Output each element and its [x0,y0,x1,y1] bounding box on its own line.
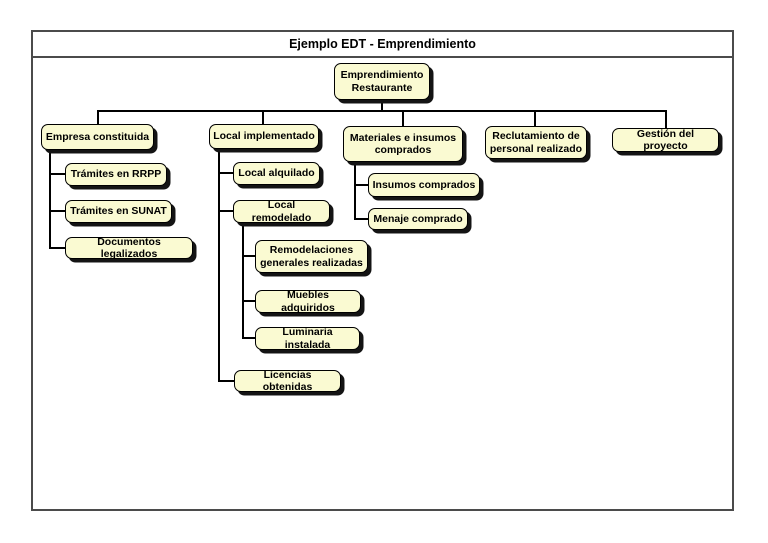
node-tramites-rrpp: Trámites en RRPP [65,163,167,186]
node-muebles-adquiridos: Muebles adquiridos [255,289,361,314]
connector-tick-remodelaciones [242,255,255,257]
connector-root-stub [381,99,383,111]
connector-tick-remodelado [218,210,233,212]
connector-materiales-vertical [354,162,356,220]
node-materiales-insumos-comprados: Materiales e insumos comprados [343,126,463,162]
connector-tick-menaje [354,218,368,220]
connector-tick-documentos [49,247,65,249]
connector-tick-rrpp [49,173,65,175]
node-menaje-comprado: Menaje comprado [368,208,468,230]
node-gestion-proyecto: Gestión del proyecto [612,128,719,152]
node-licencias-obtenidas: Licencias obtenidas [234,369,341,393]
connector-stub-reclutamiento [534,110,536,126]
connector-tick-alquilado [218,172,233,174]
connector-stub-empresa [97,110,99,124]
node-local-remodelado: Local remodelado [233,199,330,224]
connector-remodelado-vertical [242,223,244,339]
connector-stub-gestion [665,110,667,128]
diagram-title: Ejemplo EDT - Emprendimiento [33,32,732,58]
node-remodelaciones-generales: Remodelaciones generales realizadas [255,240,368,273]
node-luminaria-instalada: Luminaria instalada [255,326,360,351]
node-emprendimiento-restaurante: Emprendimiento Restaurante [334,63,430,100]
connector-stub-materiales [402,110,404,126]
node-reclutamiento-personal: Reclutamiento de personal realizado [485,126,587,159]
connector-local-vertical [218,149,220,382]
node-documentos-legalizados: Documentos legalizados [65,236,193,260]
node-local-alquilado: Local alquilado [233,162,320,185]
connector-main-horizontal [97,110,667,112]
connector-tick-luminaria [242,337,255,339]
node-insumos-comprados: Insumos comprados [368,173,480,197]
connector-tick-insumos [354,184,368,186]
connector-tick-licencias [218,380,234,382]
connector-empresa-vertical [49,150,51,249]
node-local-implementado: Local implementado [209,124,319,149]
connector-tick-sunat [49,210,65,212]
node-tramites-sunat: Trámites en SUNAT [65,200,172,223]
node-empresa-constituida: Empresa constituida [41,124,154,150]
connector-tick-muebles [242,300,255,302]
connector-stub-local [262,110,264,124]
